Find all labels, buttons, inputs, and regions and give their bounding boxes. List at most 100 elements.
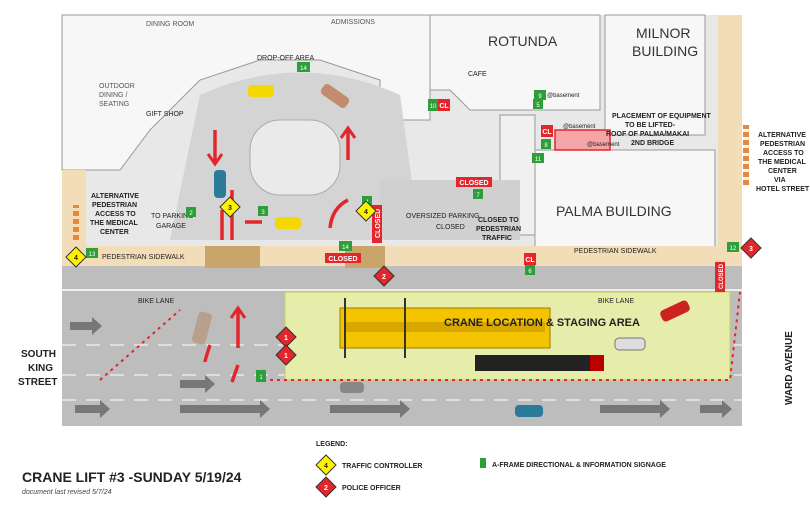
legend-signage-swatch bbox=[480, 458, 486, 468]
traffic-controllers: 4 3 4 4 bbox=[65, 196, 377, 476]
legend-traffic-controller: TRAFFIC CONTROLLER bbox=[342, 463, 423, 470]
label-dining-room: DINING ROOM bbox=[146, 21, 194, 28]
police-marker: 1 bbox=[275, 344, 297, 366]
svg-text:CL: CL bbox=[542, 129, 552, 136]
legend-title: LEGEND: bbox=[316, 441, 348, 448]
svg-text:6: 6 bbox=[528, 269, 532, 275]
label-milnor-2: BUILDING bbox=[632, 43, 698, 59]
sign-marker: 10 bbox=[428, 99, 438, 111]
label-bike-left: BIKE LANE bbox=[138, 298, 175, 305]
label-ward-avenue: WARD AVENUE bbox=[784, 331, 795, 405]
svg-text:1: 1 bbox=[284, 335, 288, 342]
legend: LEGEND: TRAFFIC CONTROLLER POLICE OFFICE… bbox=[316, 441, 666, 492]
svg-text:1: 1 bbox=[284, 353, 288, 360]
svg-text:3: 3 bbox=[228, 205, 232, 212]
svg-text:4: 4 bbox=[364, 209, 368, 216]
car-5 bbox=[191, 311, 213, 345]
svg-text:@basement: @basement bbox=[547, 93, 580, 99]
revised-note: document last revised 5/7/24 bbox=[22, 489, 112, 496]
equipment-note: PLACEMENT OF EQUIPMENT TO BE LIFTED- ROO… bbox=[606, 113, 712, 147]
svg-text:TRAFFIC: TRAFFIC bbox=[482, 235, 512, 242]
crane-boom bbox=[345, 322, 545, 332]
sign-marker: 5 bbox=[533, 99, 543, 109]
svg-text:8: 8 bbox=[544, 143, 548, 149]
svg-text:CL: CL bbox=[525, 257, 535, 264]
svg-text:ACCESS TO: ACCESS TO bbox=[95, 211, 136, 218]
controller-marker: 3 bbox=[219, 196, 241, 218]
sign-marker: 14 bbox=[339, 241, 352, 251]
svg-text:2: 2 bbox=[382, 274, 386, 281]
svg-text:10: 10 bbox=[430, 104, 437, 110]
sign-marker: 3 bbox=[258, 206, 268, 216]
label-crane-area: CRANE LOCATION & STAGING AREA bbox=[444, 317, 640, 329]
svg-text:ALTERNATIVE: ALTERNATIVE bbox=[758, 132, 806, 139]
svg-text:TO BE LIFTED-: TO BE LIFTED- bbox=[625, 122, 676, 129]
label-outdoor-3: SEATING bbox=[99, 101, 129, 108]
police-markers: 2 1 1 2 3 bbox=[275, 237, 762, 498]
sign-marker: 6 bbox=[525, 265, 535, 275]
svg-text:CLOSED: CLOSED bbox=[719, 263, 725, 289]
label-to-parking-1: TO PARKING bbox=[151, 213, 194, 220]
label-outdoor-1: OUTDOOR bbox=[99, 83, 135, 90]
label-oversized-1: OVERSIZED PARKING bbox=[406, 213, 479, 220]
label-palma: PALMA BUILDING bbox=[556, 203, 672, 219]
svg-text:4: 4 bbox=[324, 463, 328, 470]
svg-text:CLOSED TO: CLOSED TO bbox=[478, 217, 519, 224]
svg-text:PEDESTRIAN: PEDESTRIAN bbox=[476, 226, 521, 233]
label-bike-right: BIKE LANE bbox=[598, 298, 635, 305]
svg-text:14: 14 bbox=[342, 245, 349, 251]
svg-text:PEDESTRIAN: PEDESTRIAN bbox=[760, 141, 805, 148]
label-milnor-1: MILNOR bbox=[636, 25, 690, 41]
police-marker: 3 bbox=[740, 237, 762, 259]
car-8 bbox=[515, 405, 543, 417]
cl-labels: CL CL CL bbox=[438, 99, 553, 265]
car-1 bbox=[248, 85, 274, 97]
svg-text:1: 1 bbox=[259, 375, 263, 381]
car-2 bbox=[320, 84, 350, 108]
sign-marker: 1 bbox=[256, 370, 266, 382]
truck-trailer bbox=[475, 355, 590, 371]
svg-text:11: 11 bbox=[535, 157, 542, 163]
sign-marker: 14 bbox=[297, 62, 310, 72]
sign-marker: 7 bbox=[473, 189, 483, 199]
svg-text:5: 5 bbox=[536, 103, 540, 109]
center-island bbox=[249, 119, 341, 196]
svg-text:ROOF OF PALMA/MAKAI: ROOF OF PALMA/MAKAI bbox=[606, 131, 689, 138]
svg-text:2: 2 bbox=[324, 485, 328, 492]
svg-text:HOTEL STREET: HOTEL STREET bbox=[756, 186, 810, 193]
svg-text:CLOSED: CLOSED bbox=[459, 180, 488, 187]
car-4 bbox=[275, 217, 301, 229]
palma-building bbox=[534, 149, 716, 251]
police-marker: 2 bbox=[373, 265, 395, 287]
svg-text:THE MEDICAL: THE MEDICAL bbox=[90, 220, 139, 227]
svg-text:13: 13 bbox=[89, 252, 96, 258]
label-oversized-2: CLOSED bbox=[436, 224, 465, 231]
signage-markers: 14 10 9 11 8 7 2 3 4 14 6 13 12 5 1 bbox=[86, 62, 739, 382]
svg-text:ALTERNATIVE: ALTERNATIVE bbox=[91, 193, 139, 200]
driveway-west bbox=[205, 246, 260, 268]
police-marker: 2 bbox=[315, 476, 337, 498]
svg-text:14: 14 bbox=[300, 66, 307, 72]
label-admissions: ADMISSIONS bbox=[331, 19, 375, 26]
alt-ped-left-note: ALTERNATIVE PEDESTRIAN ACCESS TO THE MED… bbox=[90, 193, 139, 236]
label-south-king-2: KING bbox=[28, 363, 53, 374]
controller-marker: 4 bbox=[315, 454, 337, 476]
label-south-king-1: SOUTH bbox=[21, 349, 56, 360]
svg-text:@basement: @basement bbox=[587, 142, 620, 148]
svg-text:ACCESS TO: ACCESS TO bbox=[763, 150, 804, 157]
rotunda-building bbox=[429, 14, 601, 111]
milnor-building bbox=[604, 14, 706, 136]
label-sidewalk-left: PEDESTRIAN SIDEWALK bbox=[102, 254, 185, 261]
controller-marker: 4 bbox=[355, 200, 377, 222]
equipment-box bbox=[554, 129, 611, 151]
sign-marker: 8 bbox=[541, 139, 551, 149]
svg-text:4: 4 bbox=[74, 255, 78, 262]
truck-cab bbox=[590, 355, 604, 371]
svg-text:CENTER: CENTER bbox=[768, 168, 797, 175]
svg-text:VIA: VIA bbox=[774, 177, 786, 184]
label-rotunda: ROTUNDA bbox=[488, 33, 558, 49]
label-cafe: CAFE bbox=[468, 71, 487, 78]
basement-tags: @basement @basement @basement bbox=[547, 93, 620, 148]
label-outdoor-2: DINING / bbox=[99, 92, 127, 99]
